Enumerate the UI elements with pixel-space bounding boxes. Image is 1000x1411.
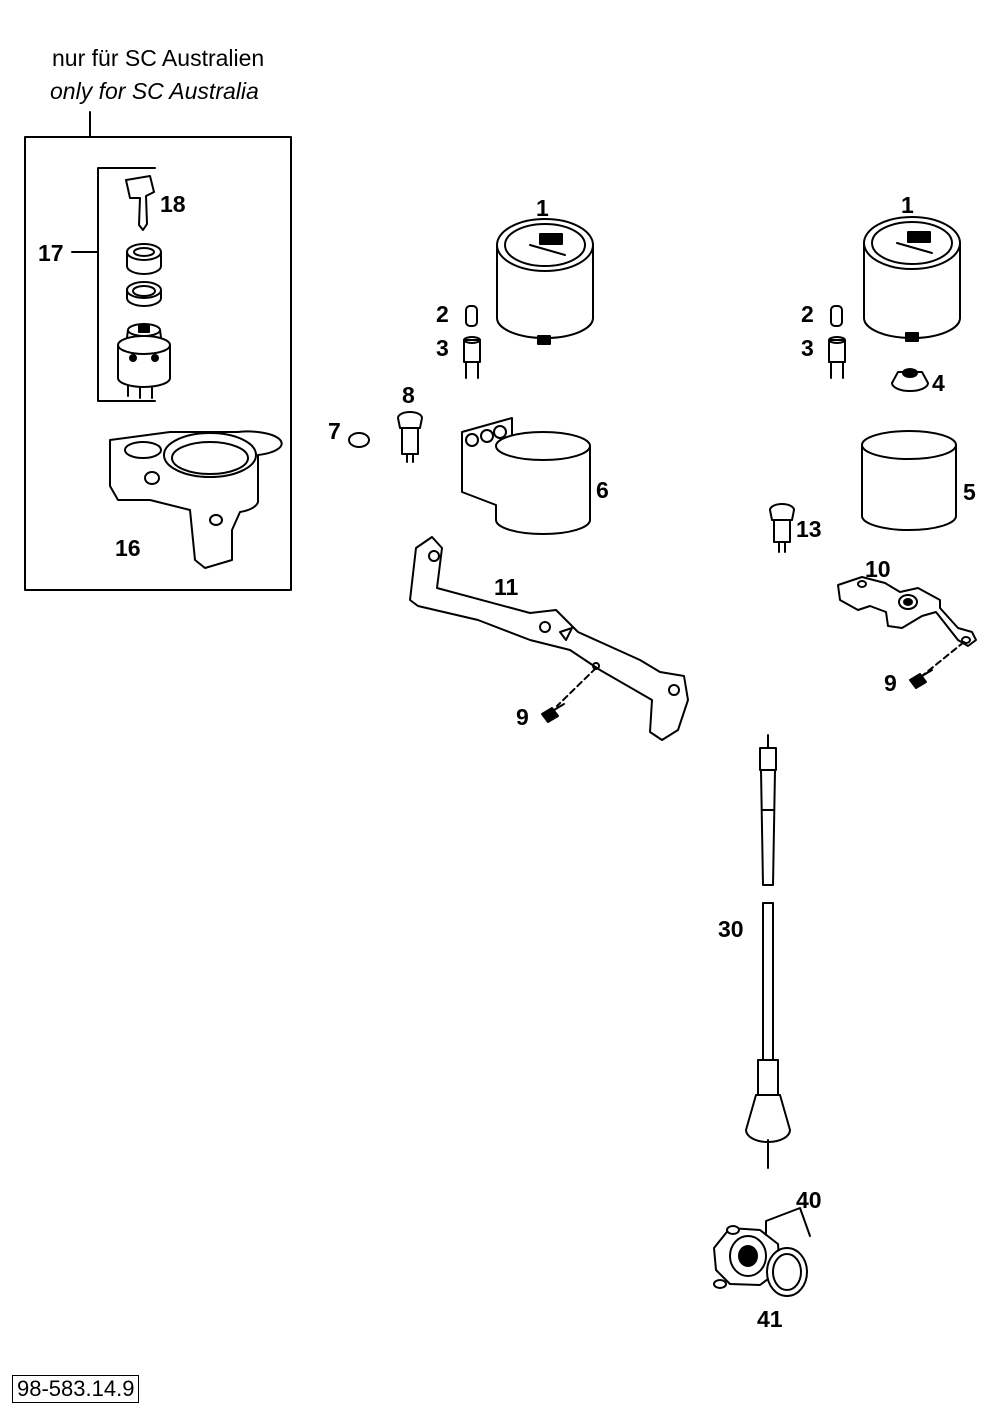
part-16-housing-drawing	[109, 430, 283, 569]
parts-2-3-right-drawing	[828, 305, 846, 379]
part-40-41-drive-drawing	[713, 1207, 811, 1297]
callout-41: 41	[757, 1306, 783, 1332]
part-9-right-screw-drawing	[909, 669, 933, 689]
part-10-bracket-drawing	[837, 576, 977, 677]
part-7-plug-drawing	[348, 432, 370, 448]
note-english: only for SC Australia	[50, 78, 259, 104]
callout-5: 5	[963, 479, 976, 505]
callout-4: 4	[932, 370, 945, 396]
part-11-bracket-drawing	[409, 536, 689, 741]
callout-2-right: 2	[801, 301, 814, 327]
callout-30: 30	[718, 916, 744, 942]
part-6-housing-drawing	[461, 417, 591, 535]
callout-6: 6	[596, 477, 609, 503]
part-13-lamp-drawing	[769, 503, 795, 553]
callout-8: 8	[402, 382, 415, 408]
callout-9-left: 9	[516, 704, 529, 730]
callout-16: 16	[115, 535, 141, 561]
part-5-housing-drawing	[861, 430, 957, 531]
callout-9-right: 9	[884, 670, 897, 696]
note-german: nur für SC Australien	[52, 45, 265, 71]
callout-10: 10	[865, 556, 891, 582]
parts-2-3-left-drawing	[463, 305, 481, 379]
callout-7: 7	[328, 418, 341, 444]
part-8-lamp-drawing	[397, 411, 423, 463]
callout-17: 17	[38, 240, 64, 266]
callout-18: 18	[160, 191, 186, 217]
callout-13: 13	[796, 516, 822, 542]
callout-3-right: 3	[801, 335, 814, 361]
part-4-grommet-drawing	[891, 368, 929, 392]
part-1-left-speedometer-drawing	[496, 218, 594, 345]
callout-11: 11	[494, 574, 519, 600]
document-number: 98-583.14.9	[12, 1375, 140, 1403]
callout-1-left: 1	[536, 195, 549, 221]
callout-2-left: 2	[436, 301, 449, 327]
australia-option-box	[24, 111, 292, 591]
part-17-switch-drawing	[117, 243, 171, 399]
callout-1-right: 1	[901, 192, 914, 218]
callout-40: 40	[796, 1187, 822, 1213]
callout-3-left: 3	[436, 335, 449, 361]
part-9-left-screw-drawing	[541, 703, 565, 723]
part-18-key-drawing	[125, 175, 155, 231]
part-30-cable-drawing	[745, 734, 791, 1169]
part-1-right-speedometer-drawing	[863, 216, 961, 342]
